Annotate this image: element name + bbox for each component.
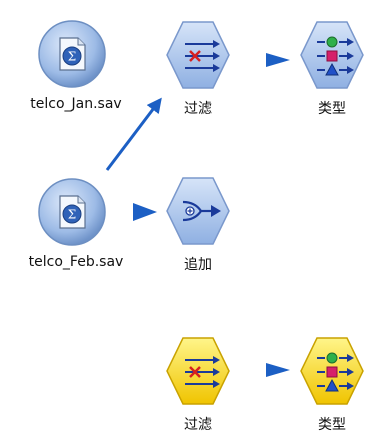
node-label: 过滤 — [184, 101, 212, 117]
type-node-bottom[interactable]: 类型 — [299, 336, 365, 433]
connector-feb-to-append[interactable] — [133, 203, 157, 221]
append-node[interactable]: 追加 — [165, 176, 231, 273]
type-icon — [300, 337, 364, 405]
type-icon — [300, 21, 364, 89]
statistics-file-source-icon: Σ — [38, 20, 106, 88]
node-label: telco_Jan.sav — [30, 96, 122, 112]
filter-icon — [166, 337, 230, 405]
svg-text:Σ: Σ — [68, 50, 76, 64]
connector-filter-to-type-bottom[interactable] — [266, 363, 290, 377]
filter-node-top[interactable]: 过滤 — [165, 20, 231, 117]
source-node-telco-jan[interactable]: Σ telco_Jan.sav — [30, 18, 122, 112]
filter-icon — [166, 21, 230, 89]
source-node-telco-feb[interactable]: Σ telco_Feb.sav — [29, 176, 123, 270]
statistics-file-source-icon: Σ — [38, 178, 106, 246]
node-label: 类型 — [318, 417, 346, 433]
append-icon — [166, 177, 230, 245]
connector-filter-to-type-top[interactable] — [266, 53, 290, 67]
svg-text:Σ: Σ — [68, 208, 76, 222]
node-label: 追加 — [184, 257, 212, 273]
node-label: 类型 — [318, 101, 346, 117]
filter-node-bottom[interactable]: 过滤 — [165, 336, 231, 433]
node-label: 过滤 — [184, 417, 212, 433]
connector-jan-feb-to-filter[interactable] — [105, 97, 162, 171]
type-node-top[interactable]: 类型 — [299, 20, 365, 117]
node-label: telco_Feb.sav — [28, 254, 124, 270]
